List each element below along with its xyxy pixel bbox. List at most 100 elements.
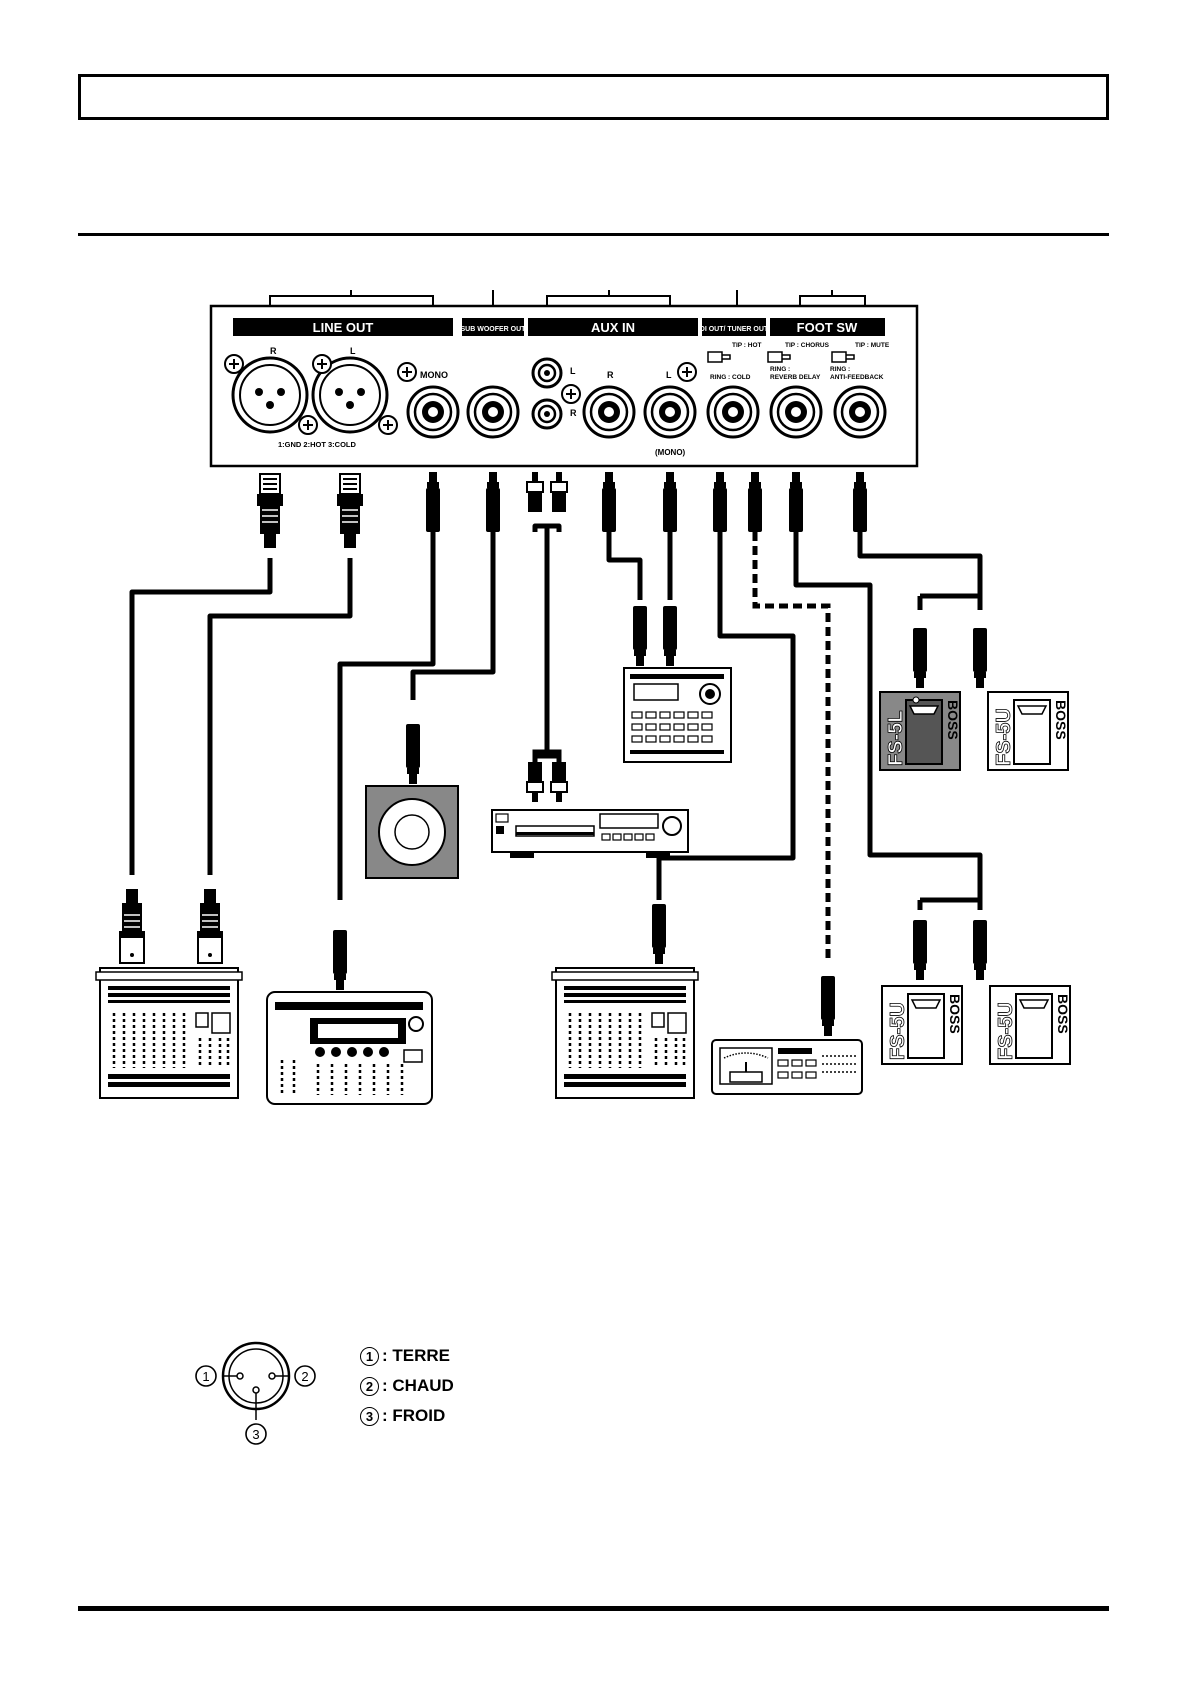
rca-plug bbox=[527, 762, 543, 802]
xlr-r-label: R bbox=[270, 346, 277, 356]
pin-number: 1 bbox=[202, 1369, 209, 1384]
jack-plug bbox=[663, 606, 677, 666]
pedal-brand: BOSS bbox=[1055, 994, 1071, 1034]
pedal-brand: BOSS bbox=[947, 994, 963, 1034]
tip-hot-label: TIP : HOT bbox=[732, 342, 762, 349]
rca-l-label: L bbox=[570, 366, 576, 376]
xlr-l-label: L bbox=[350, 346, 356, 356]
screw-icon bbox=[379, 416, 397, 434]
pin-number: 3 bbox=[252, 1427, 259, 1442]
aux-in-label: AUX IN bbox=[591, 320, 635, 335]
footswitch-fs5u-3: FS-5U BOSS bbox=[990, 986, 1071, 1064]
rca-l-jack bbox=[533, 359, 561, 387]
aux-r-label: R bbox=[607, 370, 614, 380]
line-out-label: LINE OUT bbox=[313, 320, 374, 335]
jack-plug bbox=[913, 920, 927, 980]
foot-sw-label: FOOT SW bbox=[797, 320, 858, 335]
section-headers: LINE OUT SUB WOOFER OUT AUX IN DI OUT/ T… bbox=[233, 318, 885, 336]
reverb-delay-label: REVERB DELAY bbox=[770, 374, 821, 381]
foot-sw-2-jack bbox=[835, 387, 885, 437]
rca-plug bbox=[551, 472, 567, 512]
rca-r-jack bbox=[533, 400, 561, 428]
subwoofer bbox=[366, 786, 458, 878]
footswitch-fs5u-1: FS-5U BOSS bbox=[988, 692, 1069, 770]
mixer-1 bbox=[96, 968, 242, 1098]
legend-row-terre: 1 : TERRE bbox=[360, 1346, 450, 1366]
pin-number: 2 bbox=[301, 1369, 308, 1384]
jack-plug bbox=[333, 930, 347, 990]
pedal-brand: BOSS bbox=[1053, 700, 1069, 740]
xlr-pin-diagram: 1 2 3 bbox=[196, 1343, 315, 1444]
screw-icon bbox=[225, 355, 243, 373]
anti-feedback-label: ANTI-FEEDBACK bbox=[830, 374, 884, 381]
jack-plug bbox=[652, 904, 666, 964]
legend-number: 1 bbox=[360, 1347, 379, 1366]
panel-plugs bbox=[257, 472, 867, 548]
xlr-r-jack bbox=[233, 358, 307, 432]
legend-label: : FROID bbox=[382, 1406, 445, 1426]
ring-cold-label: RING : COLD bbox=[710, 374, 751, 381]
jack-plug bbox=[973, 920, 987, 980]
rca-r-label: R bbox=[570, 408, 577, 418]
legend-number: 2 bbox=[360, 1377, 379, 1396]
legend-row-chaud: 2 : CHAUD bbox=[360, 1376, 454, 1396]
xlr-pins-label: 1:GND 2:HOT 3:COLD bbox=[278, 440, 357, 449]
xlr-plug bbox=[119, 889, 145, 963]
jack-plug bbox=[633, 606, 647, 666]
xlr-plug bbox=[197, 889, 223, 963]
pedal-model: FS-5U bbox=[887, 1002, 909, 1060]
aux-r-jack bbox=[584, 387, 634, 437]
pedal-model: FS-5L bbox=[885, 710, 907, 766]
screw-icon bbox=[562, 385, 580, 403]
ring-label-2: RING : bbox=[830, 366, 850, 373]
mixer-2 bbox=[552, 968, 698, 1098]
screw-icon bbox=[313, 355, 331, 373]
screw-icon bbox=[678, 363, 696, 381]
legend-number: 3 bbox=[360, 1407, 379, 1426]
jack-plug bbox=[602, 472, 616, 532]
tuner bbox=[712, 1040, 862, 1094]
jack-plug bbox=[486, 472, 500, 532]
jack-plug bbox=[913, 628, 927, 688]
screw-icon bbox=[398, 363, 416, 381]
foot-sw-1-jack bbox=[771, 387, 821, 437]
jack-plug bbox=[973, 628, 987, 688]
di-out-jack bbox=[708, 387, 758, 437]
footswitch-fs5l: FS-5L BOSS bbox=[880, 692, 961, 770]
legend-row-froid: 3 : FROID bbox=[360, 1406, 445, 1426]
jack-plug bbox=[406, 724, 420, 784]
tip-chorus-label: TIP : CHORUS bbox=[785, 342, 830, 349]
drum-machine bbox=[624, 668, 731, 762]
recorder bbox=[267, 992, 432, 1104]
rca-y-split bbox=[535, 740, 559, 762]
sub-woofer-jack bbox=[468, 387, 518, 437]
di-out-label: DI OUT/ TUNER OUT bbox=[700, 326, 769, 333]
jack-plug bbox=[426, 472, 440, 532]
rca-plug bbox=[527, 472, 543, 512]
aux-l-jack bbox=[645, 387, 695, 437]
panel-brackets bbox=[270, 290, 865, 306]
rca-plug bbox=[551, 762, 567, 802]
screw-icon bbox=[299, 416, 317, 434]
tip-mute-label: TIP : MUTE bbox=[855, 342, 890, 349]
aux-l-label: L bbox=[666, 370, 672, 380]
ring-label-1: RING : bbox=[770, 366, 790, 373]
xlr-plug bbox=[337, 474, 363, 548]
aux-mono-label: (MONO) bbox=[655, 448, 686, 457]
cd-player bbox=[492, 810, 688, 858]
pedal-brand: BOSS bbox=[945, 700, 961, 740]
mono-label: MONO bbox=[420, 370, 448, 380]
footswitch-fs5u-2: FS-5U BOSS bbox=[882, 986, 963, 1064]
legend-label: : CHAUD bbox=[382, 1376, 454, 1396]
pedal-model: FS-5U bbox=[995, 1002, 1017, 1060]
jack-plug bbox=[821, 976, 835, 1036]
legend-label: : TERRE bbox=[382, 1346, 450, 1366]
jack-plug bbox=[748, 472, 762, 532]
pedal-model: FS-5U bbox=[993, 708, 1015, 766]
xlr-plug bbox=[257, 474, 283, 548]
jack-plug bbox=[789, 472, 803, 532]
mono-jack bbox=[408, 387, 458, 437]
jack-plug bbox=[713, 472, 727, 532]
sub-woofer-label: SUB WOOFER OUT bbox=[461, 326, 527, 333]
